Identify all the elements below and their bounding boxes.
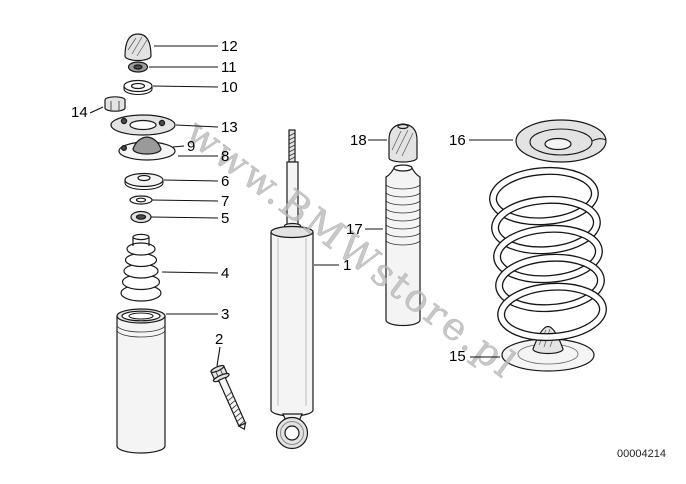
leader-line [163, 179, 219, 182]
callout-label: 7 [221, 193, 229, 210]
part-cap [124, 33, 152, 62]
part-bearing [127, 61, 149, 73]
part-protective-boot [385, 164, 421, 327]
part-upper-spring-pad [515, 119, 607, 163]
callout-15: 15 [449, 348, 500, 365]
callout-label: 18 [350, 132, 367, 149]
part-support-plate [110, 114, 176, 136]
callout-17: 17 [346, 221, 383, 238]
callout-label: 12 [221, 38, 238, 55]
part-coil-spring [489, 166, 607, 342]
callout-5: 5 [150, 210, 229, 227]
leader-line [150, 216, 219, 219]
leader-line [161, 271, 219, 274]
callout-2: 2 [215, 331, 223, 367]
part-shock-absorber [270, 129, 314, 450]
callout-label: 11 [221, 59, 237, 76]
callout-label: 9 [187, 138, 195, 155]
callout-3: 3 [166, 306, 229, 323]
part-washer-large [123, 79, 153, 96]
doc-number: 00004214 [617, 448, 666, 460]
callout-18: 18 [350, 132, 387, 149]
callout-7: 7 [151, 193, 229, 210]
part-aux-bump-stop [388, 123, 418, 163]
callout-14: 14 [71, 104, 104, 121]
callout-label: 13 [221, 119, 238, 136]
callout-6: 6 [163, 173, 229, 190]
callout-label: 16 [449, 132, 466, 149]
callout-label: 8 [221, 148, 229, 165]
callout-label: 17 [346, 221, 363, 238]
leader-line [216, 346, 221, 367]
callout-label: 15 [449, 348, 466, 365]
callout-label: 1 [343, 257, 351, 274]
callout-16: 16 [449, 132, 513, 149]
callout-4: 4 [161, 265, 229, 282]
part-dust-tube [116, 308, 166, 454]
callout-9: 9 [172, 138, 195, 155]
leader-line [172, 145, 185, 148]
part-dish-washer [124, 172, 164, 191]
part-bolt [210, 364, 247, 431]
part-bump-stop [120, 233, 162, 302]
callout-label: 3 [221, 306, 229, 323]
callout-13: 13 [175, 119, 238, 136]
callout-11: 11 [149, 59, 237, 76]
callout-label: 4 [221, 265, 229, 282]
leader-line [151, 199, 219, 202]
callout-12: 12 [154, 38, 238, 55]
callout-label: 6 [221, 173, 229, 190]
callout-label: 14 [71, 104, 88, 121]
callout-10: 10 [152, 79, 238, 96]
watermark-text: www.BMWstore.pl [178, 110, 526, 388]
part-grommet [130, 210, 152, 224]
part-washer-small [129, 195, 153, 205]
leader-line [89, 106, 104, 114]
part-nut [104, 96, 126, 112]
leader-line [152, 85, 219, 88]
callout-label: 2 [215, 331, 223, 348]
leader-line [175, 124, 219, 128]
part-guide-support [118, 136, 176, 161]
callout-1: 1 [314, 257, 351, 274]
callout-label: 5 [221, 210, 229, 227]
callout-label: 10 [221, 79, 238, 96]
callout-8: 8 [178, 148, 229, 165]
